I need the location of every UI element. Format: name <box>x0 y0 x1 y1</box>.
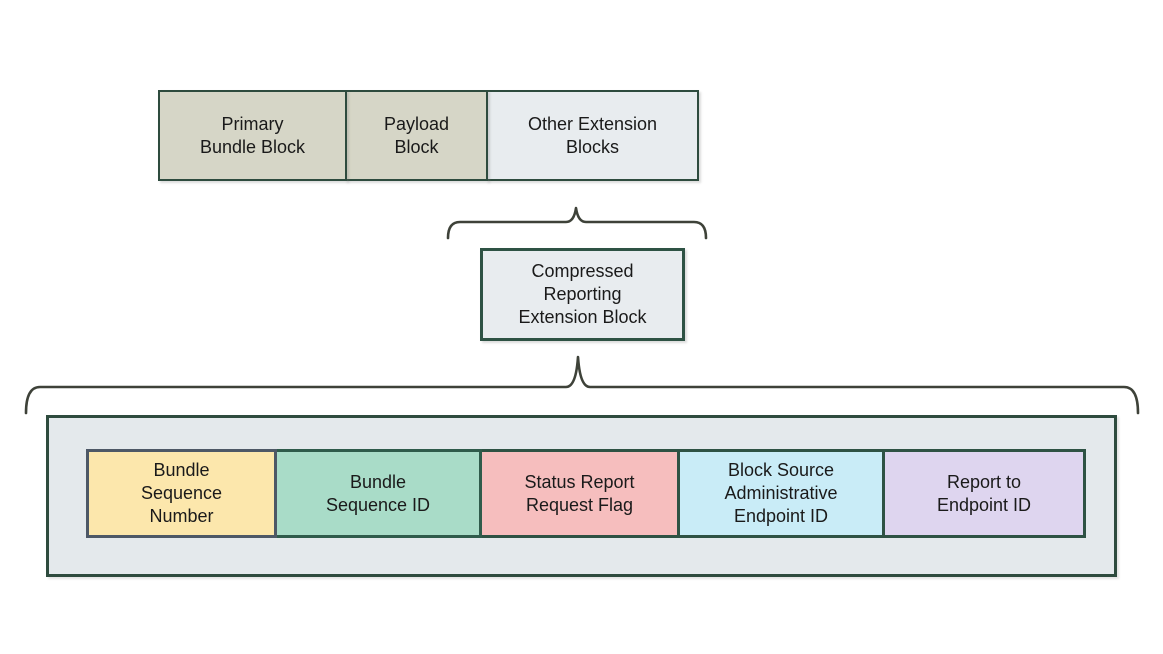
large-brace-path <box>24 355 1140 415</box>
field-report-to-endpoint-id: Report to Endpoint ID <box>882 449 1086 538</box>
field-block-source-administrative-endpoint-id: Block Source Administrative Endpoint ID <box>677 449 885 538</box>
extension-block-fields-row: Bundle Sequence Number Bundle Sequence I… <box>86 449 1086 538</box>
field-bundle-sequence-number: Bundle Sequence Number <box>86 449 277 538</box>
large-brace <box>24 355 1140 415</box>
field-status-report-request-flag: Status Report Request Flag <box>479 449 680 538</box>
small-brace <box>446 206 708 240</box>
other-extension-blocks: Other Extension Blocks <box>486 90 699 181</box>
bundle-top-row: Primary Bundle Block Payload Block Other… <box>158 90 699 181</box>
small-brace-path <box>446 206 708 240</box>
compressed-reporting-extension-block: Compressed Reporting Extension Block <box>480 248 685 341</box>
primary-bundle-block: Primary Bundle Block <box>158 90 347 181</box>
payload-block: Payload Block <box>345 90 488 181</box>
field-bundle-sequence-id: Bundle Sequence ID <box>274 449 482 538</box>
